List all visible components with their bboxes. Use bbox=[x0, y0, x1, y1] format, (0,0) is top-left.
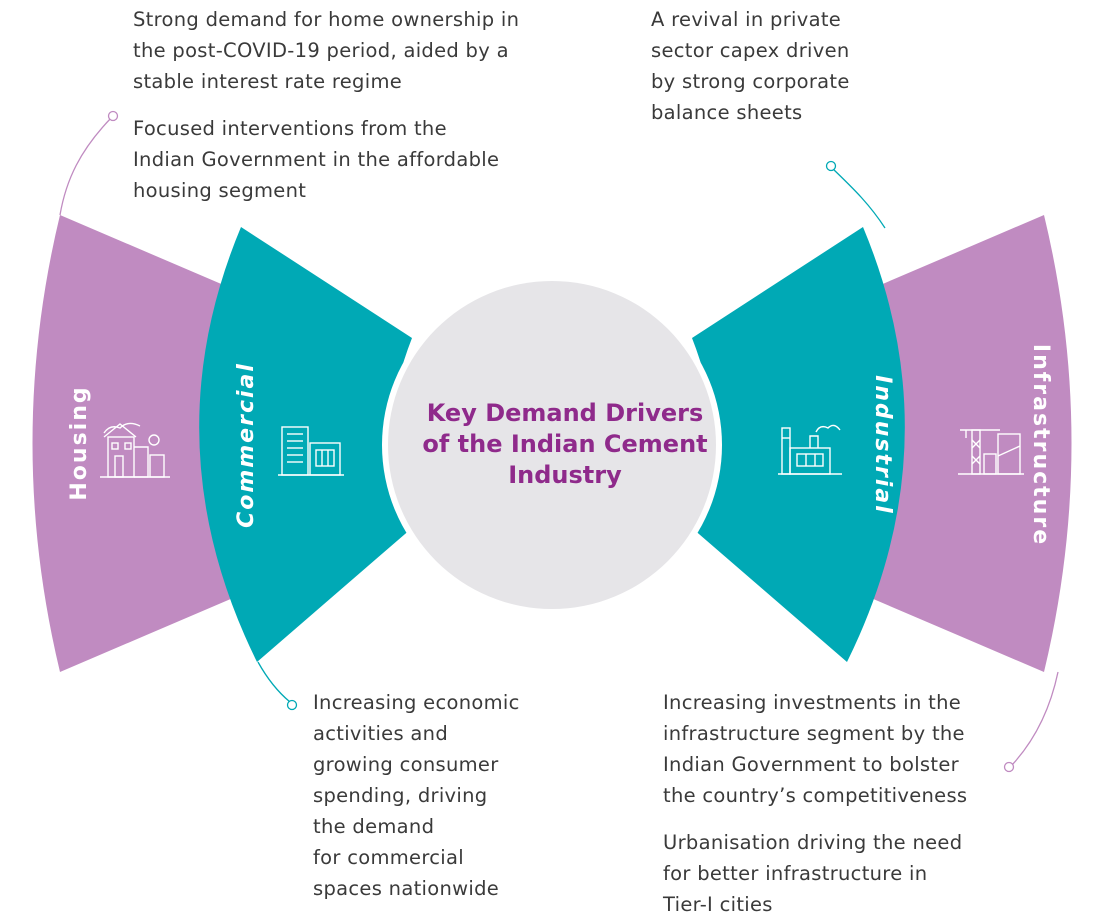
housing-segment bbox=[32, 215, 240, 672]
infrastructure-leader-line bbox=[1011, 671, 1059, 766]
infrastructure-leader-dot bbox=[1003, 761, 1015, 773]
housing-leader-dot bbox=[107, 110, 119, 122]
commercial-note-1: Increasing economic activities and growi… bbox=[313, 691, 520, 900]
industrial-note-1: A revival in private sector capex driven… bbox=[651, 8, 850, 124]
commercial-leader-dot bbox=[286, 699, 298, 711]
infrastructure-note-1: Increasing investments in the infrastruc… bbox=[663, 691, 968, 807]
industrial-leader-line bbox=[831, 167, 886, 229]
infrastructure-note-2: Urbanisation driving the need for better… bbox=[663, 831, 963, 916]
housing-note-1: Strong demand for home ownership in the … bbox=[133, 8, 520, 93]
housing-note-2: Focused interventions from the Indian Go… bbox=[133, 117, 500, 202]
industrial-leader-dot bbox=[825, 160, 837, 172]
commercial-leader-line bbox=[257, 661, 291, 703]
center-title: Key Demand Drivers of the Indian Cement … bbox=[422, 399, 708, 489]
factory-icon bbox=[778, 424, 842, 475]
commercial-segment bbox=[199, 227, 412, 662]
commercial-label: Commercial bbox=[234, 362, 259, 528]
industrial-segment bbox=[692, 227, 905, 662]
industrial-label: Industrial bbox=[870, 375, 895, 515]
infrastructure-segment bbox=[864, 215, 1072, 672]
housing-leader-line bbox=[59, 116, 113, 216]
office-building-icon bbox=[278, 426, 344, 476]
infrastructure-label: Infrastructure bbox=[1028, 344, 1053, 546]
crane-building-icon bbox=[958, 429, 1024, 475]
house-icon bbox=[100, 422, 170, 478]
center-circle-fill bbox=[388, 281, 716, 609]
housing-label: Housing bbox=[67, 385, 92, 500]
